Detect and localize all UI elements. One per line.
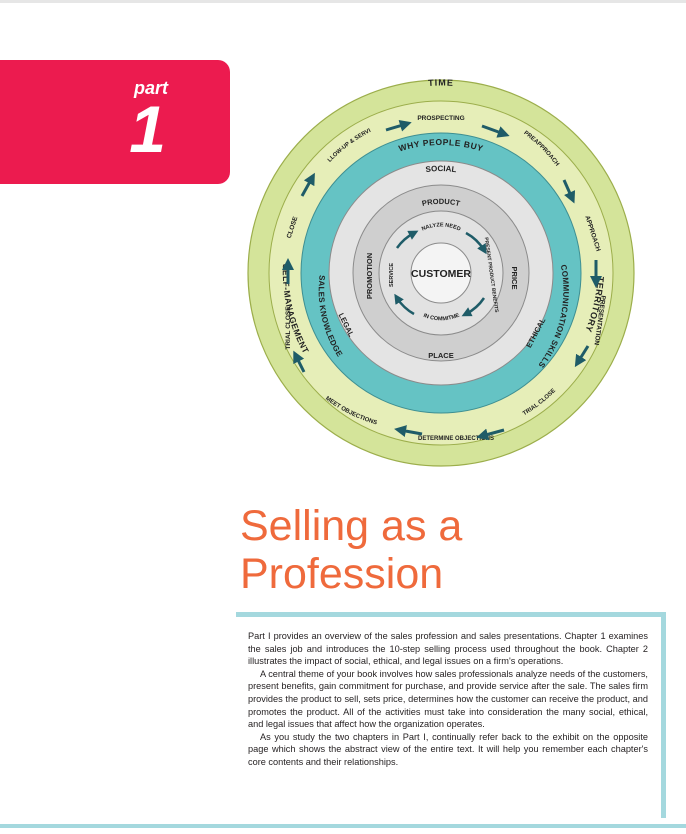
- step-trial-close-2: TRIAL CLOSE: [285, 306, 292, 350]
- part-number: 1: [129, 92, 166, 166]
- mix-place: PLACE: [428, 351, 453, 360]
- part-label: part: [133, 78, 168, 98]
- arrow-icon: [476, 428, 505, 441]
- paragraph-3: As you study the two chapters in Part I,…: [248, 731, 648, 767]
- selling-process-diagram: TIME TERRITORY SELF-MANAGEMENT PROSPECTI…: [246, 78, 636, 468]
- paragraph-1: Part I provides an overview of the sales…: [248, 631, 648, 667]
- arrow-icon: [465, 231, 487, 255]
- center-customer: CUSTOMER: [411, 268, 471, 280]
- paragraph-2: A central theme of your book involves ho…: [248, 668, 648, 730]
- customer-circle: [410, 242, 472, 304]
- mix-product: PRODUCT: [421, 197, 461, 208]
- arrow-icon: [574, 345, 590, 368]
- arrow-icon: [461, 297, 486, 317]
- page-title: Selling as a Profession: [240, 502, 462, 598]
- arrow-icon: [300, 172, 315, 197]
- text-box-frame: [236, 612, 666, 818]
- top-rule: [0, 0, 686, 3]
- arrow-icon: [395, 230, 419, 249]
- arrow-icon: [394, 425, 423, 437]
- arrow-icon: [385, 119, 412, 132]
- part-tab: part 1: [0, 60, 230, 184]
- issue-social: SOCIAL: [425, 164, 457, 174]
- arrow-icon: [481, 124, 510, 138]
- arrow-icon: [394, 293, 415, 316]
- arrow-icon: [562, 179, 576, 204]
- cycle-arrows: [394, 230, 487, 317]
- outer-label-time: TIME: [428, 78, 454, 88]
- step-arrows: [282, 119, 602, 441]
- intro-text: Part I provides an overview of the sales…: [248, 630, 648, 769]
- mix-price: PRICE: [510, 267, 519, 290]
- bottom-rule: [0, 824, 686, 828]
- step-determine-objections: DETERMINE OBJECTIONS: [418, 436, 494, 442]
- diagram-svg: TIME TERRITORY SELF-MANAGEMENT PROSPECTI…: [246, 78, 635, 467]
- mix-promotion: PROMOTION: [365, 253, 374, 299]
- cycle-service: SERVICE: [389, 263, 395, 287]
- arrow-icon: [293, 350, 306, 373]
- title-line-2: Profession: [240, 550, 444, 598]
- title-line-1: Selling as a: [240, 502, 463, 550]
- step-prospecting: PROSPECTING: [417, 115, 464, 122]
